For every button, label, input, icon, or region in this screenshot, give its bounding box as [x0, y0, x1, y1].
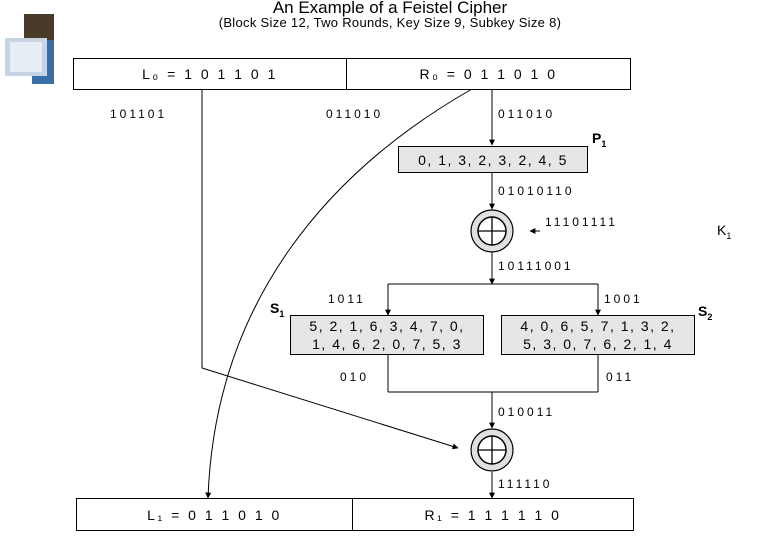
s2-box: 4, 0, 6, 5, 7, 1, 3, 2, 5, 3, 0, 7, 6, 2…: [501, 315, 695, 355]
xor2-out-bits: 111110: [498, 477, 552, 491]
s2-in-bits: 1001: [604, 292, 643, 306]
xor1-out-bits: 10111001: [498, 259, 574, 273]
combined-bits: 010011: [498, 405, 555, 419]
l0-label: L₀ = 1 0 1 1 0 1: [142, 66, 278, 82]
r1-label: R₁ = 1 1 1 1 1 0: [425, 507, 562, 523]
l1-label: L₁ = 0 1 1 0 1 0: [147, 507, 282, 523]
l1-box: L₁ = 0 1 1 0 1 0: [76, 498, 353, 531]
p1-label: P1: [592, 130, 606, 149]
s2-label: S2: [698, 303, 712, 322]
s1-row-1: 5, 2, 1, 6, 3, 4, 7, 0,: [309, 317, 464, 335]
s2-row-1: 4, 0, 6, 5, 7, 1, 3, 2,: [520, 317, 675, 335]
xor-1: [471, 210, 513, 252]
right-in-bits: 011010: [498, 107, 555, 121]
s2-out-bits: 011: [606, 370, 634, 384]
xor-2: [471, 429, 513, 471]
l0-box: L₀ = 1 0 1 1 0 1: [73, 58, 347, 90]
p1-box: 0, 1, 3, 2, 3, 2, 4, 5: [398, 146, 588, 173]
k1-bits: 11101111: [545, 215, 618, 229]
r1-box: R₁ = 1 1 1 1 1 0: [352, 498, 634, 531]
p1-out-bits: 01010110: [498, 184, 575, 198]
left-out-bits: 101101: [110, 107, 167, 121]
s1-box: 5, 2, 1, 6, 3, 4, 7, 0, 1, 4, 6, 2, 0, 7…: [290, 315, 484, 355]
s1-label: S1: [270, 300, 284, 319]
r0-box: R₀ = 0 1 1 0 1 0: [346, 58, 631, 90]
s1-row-2: 1, 4, 6, 2, 0, 7, 5, 3: [312, 335, 462, 353]
s1-in-bits: 1011: [328, 292, 366, 306]
s2-row-2: 5, 3, 0, 7, 6, 2, 1, 4: [523, 335, 673, 353]
s1-out-bits: 010: [340, 370, 369, 384]
right-copy-bits: 011010: [326, 107, 383, 121]
p1-values: 0, 1, 3, 2, 3, 2, 4, 5: [418, 152, 568, 168]
k1-label: K1: [717, 222, 731, 241]
r0-label: R₀ = 0 1 1 0 1 0: [419, 66, 557, 82]
